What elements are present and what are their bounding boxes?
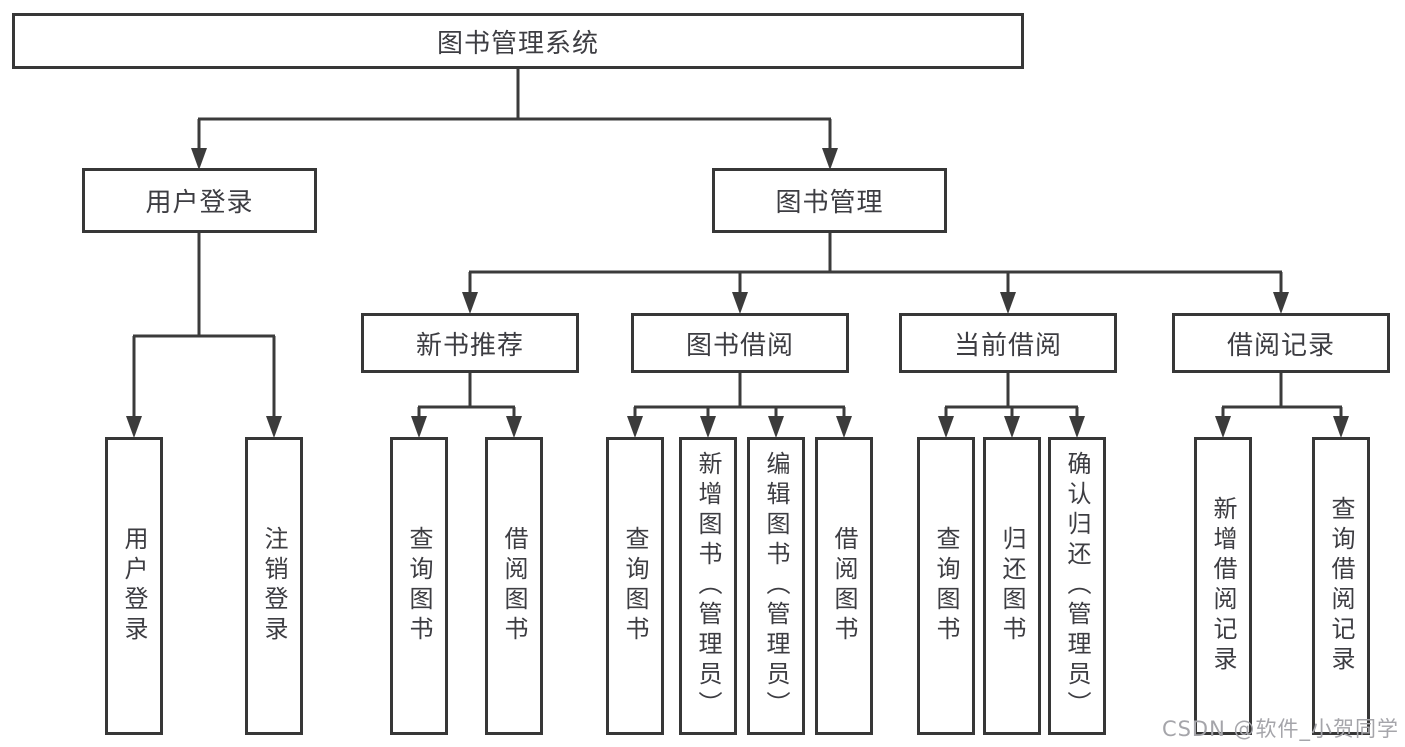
leaf-label: 用户登录 xyxy=(120,526,148,646)
node-label: 借阅记录 xyxy=(1226,330,1335,361)
leaf-label: 借阅图书 xyxy=(500,526,528,646)
node-label: 用户登录 xyxy=(145,188,254,218)
leaf-add-borrow-record: 新增借阅记录 xyxy=(1194,437,1252,735)
leaf-label: 确认归还（管理员） xyxy=(1063,451,1091,721)
leaf-label: 查询图书 xyxy=(621,526,649,646)
leaf-query-books-borrow: 查询图书 xyxy=(606,437,664,735)
leaf-label: 查询图书 xyxy=(932,526,960,646)
node-book-management: 图书管理 xyxy=(712,168,947,233)
leaf-label: 借阅图书 xyxy=(830,526,858,646)
leaf-query-books-current: 查询图书 xyxy=(917,437,975,735)
leaf-confirm-return-admin: 确认归还（管理员） xyxy=(1048,437,1106,735)
leaf-add-books-admin: 新增图书（管理员） xyxy=(679,437,737,735)
node-label: 当前借阅 xyxy=(953,330,1062,361)
node-book-borrowing: 图书借阅 xyxy=(631,313,849,373)
leaf-query-borrow-record: 查询借阅记录 xyxy=(1312,437,1370,735)
leaf-edit-books-admin: 编辑图书（管理员） xyxy=(747,437,805,735)
leaf-label: 新增借阅记录 xyxy=(1209,496,1237,676)
leaf-label: 查询图书 xyxy=(405,526,433,646)
node-label: 新书推荐 xyxy=(415,330,524,361)
leaf-return-books: 归还图书 xyxy=(983,437,1041,735)
leaf-label: 归还图书 xyxy=(998,526,1026,646)
leaf-label: 查询借阅记录 xyxy=(1327,496,1355,676)
node-library-management-system: 图书管理系统 xyxy=(12,13,1024,69)
leaf-label: 新增图书（管理员） xyxy=(694,451,722,721)
leaf-borrow-books-recommend: 借阅图书 xyxy=(485,437,543,735)
node-borrowing-records: 借阅记录 xyxy=(1172,313,1390,373)
node-label: 图书管理 xyxy=(775,188,884,218)
leaf-borrow-books: 借阅图书 xyxy=(815,437,873,735)
leaf-logout: 注销登录 xyxy=(245,437,303,735)
node-label: 图书借阅 xyxy=(685,330,794,361)
csdn-watermark: CSDN @软件_小贺同学 xyxy=(1161,717,1399,741)
leaf-query-books-recommend: 查询图书 xyxy=(390,437,448,735)
leaf-label: 注销登录 xyxy=(260,526,288,646)
leaf-user-login: 用户登录 xyxy=(105,437,163,735)
node-label: 图书管理系统 xyxy=(436,28,599,59)
node-user-login: 用户登录 xyxy=(82,168,317,233)
node-current-borrowing: 当前借阅 xyxy=(899,313,1117,373)
node-new-book-recommendation: 新书推荐 xyxy=(361,313,579,373)
leaf-label: 编辑图书（管理员） xyxy=(762,451,790,721)
